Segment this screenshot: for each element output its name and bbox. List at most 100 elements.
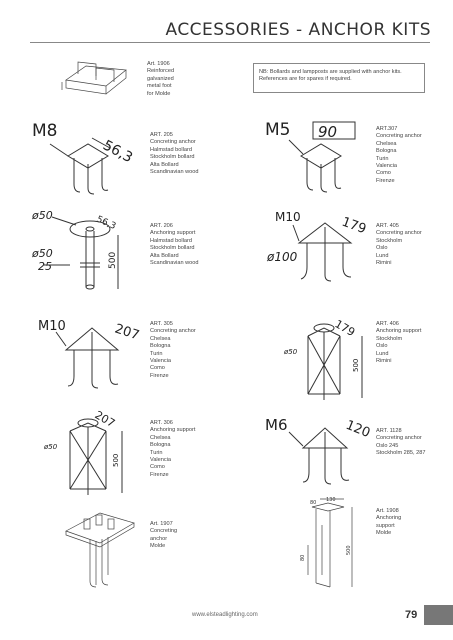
desc-line: Molde (150, 543, 166, 550)
art-305-drawing: M10 207 (38, 319, 141, 389)
thread-label: M6 (265, 416, 288, 434)
art-1907-desc: Art. 1907 Concreting anchor Molde (150, 521, 177, 551)
desc-line: Firenze (150, 471, 169, 478)
art-307-drawing: M5 90 (265, 120, 356, 193)
art-405-drawing: M10 179 ø100 (266, 210, 368, 282)
desc-line: Anchoring support (150, 427, 196, 434)
dia-label: ø50 (283, 348, 298, 356)
dimension-label: 207 (113, 322, 141, 344)
art-206-drawing: ø50 56,3 ø50 25 500 (31, 209, 119, 290)
desc-line: Art. 1906 (147, 61, 170, 67)
art-1906-drawing (61, 61, 127, 95)
desc-line: Molde (376, 530, 392, 537)
art-405-desc: ART. 405 Concreting anchor Stockholm Osl… (376, 223, 422, 267)
desc-line: Bologna (150, 442, 171, 449)
dim-a-label: 130 (326, 497, 336, 503)
desc-line: ART. 306 (150, 420, 173, 426)
offset-label: 25 (38, 260, 52, 273)
height-label: 500 (108, 252, 118, 269)
header-rule (30, 42, 430, 43)
desc-line: Oslo (376, 343, 388, 350)
desc-line: for Molde (147, 90, 171, 97)
height-label: 500 (352, 359, 360, 372)
dia-label: ø50 (43, 443, 58, 451)
desc-line: Reinforced (147, 68, 175, 75)
desc-line: Anchoring (376, 515, 402, 522)
art-1908-desc: Art. 1908 Anchoring support Molde (376, 508, 401, 538)
dimension-label: 90 (318, 123, 337, 141)
desc-line: Halmstad bollard (150, 146, 192, 153)
desc-line: Alta Bollard (150, 252, 179, 259)
desc-line: Turin (376, 155, 389, 162)
art-306-drawing: 207 ø50 500 (43, 408, 123, 495)
desc-line: Concreting anchor (376, 133, 422, 140)
desc-line: Lund (376, 252, 389, 259)
desc-line: Anchoring support (376, 328, 422, 335)
dimension-label: 56,3 (100, 137, 135, 166)
desc-line: Valencia (150, 358, 172, 365)
thread-label: M10 (38, 319, 66, 334)
desc-line: Chelsea (150, 434, 171, 441)
desc-line: anchor (150, 535, 168, 542)
note-line: References are for spares if required. (259, 76, 352, 83)
desc-line: ART. 1128 (376, 428, 402, 434)
desc-line: Turin (150, 449, 163, 456)
art-406-desc: ART. 406 Anchoring support Stockholm Osl… (376, 321, 421, 365)
dimension-label: 120 (344, 418, 373, 441)
desc-line: ART. 305 (150, 321, 173, 327)
art-1908-drawing: 130 80 500 80 (300, 497, 353, 588)
art-1128-desc: ART. 1128 Concreting anchor Oslo 245 Sto… (376, 428, 425, 458)
dia-top-label: ø50 (31, 209, 53, 222)
desc-line: Stockholm bollard (150, 154, 195, 161)
desc-line: Chelsea (376, 140, 397, 147)
desc-line: Stockholm (376, 335, 403, 342)
dia-side-label: ø50 (31, 247, 53, 260)
art-206-desc: ART. 206 Anchoring support Halmstad boll… (150, 223, 199, 267)
footer-url[interactable]: www.elsteadlighting.com (192, 612, 258, 618)
desc-line: ART. 205 (150, 132, 173, 138)
desc-line: ART. 206 (150, 223, 173, 229)
desc-line: Scandinavian wood (150, 260, 199, 267)
desc-line: Stockholm 285, 287 (376, 450, 426, 457)
desc-line: Concreting anchor (376, 435, 422, 442)
desc-line: Anchoring support (150, 230, 196, 237)
footer-block (424, 605, 453, 625)
thread-label: M10 (275, 210, 301, 224)
desc-line: Como (150, 464, 165, 471)
desc-line: ART. 405 (376, 223, 399, 229)
desc-line: Art. 1907 (150, 521, 173, 527)
desc-line: Concreting (150, 528, 178, 535)
desc-line: ART.307 (376, 126, 398, 132)
desc-line: Rimini (376, 260, 392, 267)
desc-line: Bologna (376, 148, 397, 155)
note-line: NB: Bollards and lampposts are supplied … (259, 69, 402, 75)
art-205-drawing: M8 56,3 (32, 121, 135, 195)
desc-line: Stockholm (376, 237, 403, 244)
art-305-desc: ART. 305 Concreting anchor Chelsea Bolog… (150, 321, 196, 380)
desc-line: Como (376, 170, 391, 177)
dim-c-label: 80 (300, 555, 306, 561)
desc-line: Concreting anchor (150, 328, 196, 335)
desc-line: Rimini (376, 358, 392, 365)
desc-line: Art. 1908 (376, 508, 399, 514)
desc-line: Concreting anchor (150, 139, 196, 146)
desc-line: Alta Bollard (150, 161, 179, 168)
desc-line: Oslo 245 (376, 442, 399, 449)
desc-line: Lund (376, 350, 389, 357)
desc-line: Chelsea (150, 335, 171, 342)
desc-line: galvanized (147, 75, 174, 82)
height-label: 500 (112, 454, 120, 467)
desc-line: Turin (150, 350, 163, 357)
dimension-label: 56,3 (95, 215, 117, 232)
desc-line: Valencia (376, 163, 398, 170)
art-1907-drawing (65, 512, 135, 588)
dimension-label: 179 (333, 317, 358, 339)
desc-line: ART. 406 (376, 321, 399, 327)
desc-line: Concreting anchor (376, 230, 422, 237)
desc-line: metal foot (147, 83, 172, 90)
desc-line: support (376, 522, 395, 529)
note-box: NB: Bollards and lampposts are supplied … (253, 63, 425, 93)
art-1128-drawing: M6 120 (265, 416, 373, 485)
page-title: ACCESSORIES - ANCHOR KITS (165, 20, 431, 40)
dimension-label: 179 (340, 215, 368, 238)
